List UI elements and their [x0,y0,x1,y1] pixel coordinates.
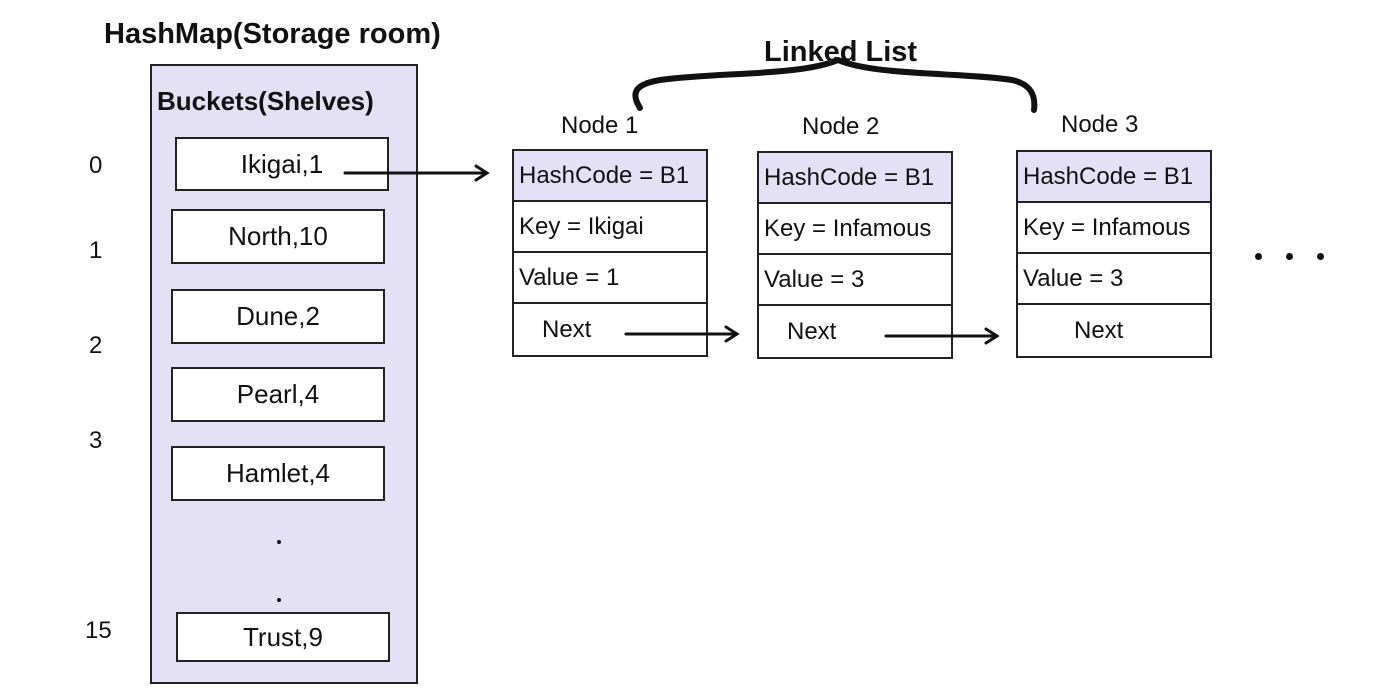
bucket-entry: Trust,9 [176,612,390,662]
node-label: Node 1 [561,112,639,139]
node-key: Key = Infamous [759,204,951,255]
node-next: Next [542,315,592,343]
ellipsis-dot [1317,253,1324,260]
hashmap-title: HashMap(Storage room) [104,18,441,50]
node-hashcode: HashCode = B1 [514,151,706,202]
bucket-index-2: 2 [89,332,103,359]
node-label: Node 3 [1061,111,1139,138]
bucket-index-3: 3 [89,427,103,454]
buckets-title: Buckets(Shelves) [157,86,374,116]
ellipsis-dot [277,540,281,544]
node-next: Next [787,317,837,345]
linked-list-title: Linked List [764,36,918,68]
node-hashcode: HashCode = B1 [1018,152,1210,203]
ellipsis-dot [1255,253,1262,260]
bucket-entry: Pearl,4 [171,367,385,422]
node-key: Key = Infamous [1018,203,1210,254]
ellipsis-dot [1286,253,1293,260]
bucket-index-1: 1 [89,237,103,264]
node-key: Key = Ikigai [514,202,706,253]
node-value: Value = 3 [1018,254,1210,305]
bucket-entry: Dune,2 [171,289,385,344]
node-next: Next [1074,316,1124,344]
node-label: Node 2 [802,113,880,140]
bucket-index-0: 0 [89,152,103,179]
bucket-entry: Hamlet,4 [171,446,385,501]
bucket-entry: North,10 [171,209,385,264]
ellipsis-dot [277,598,281,602]
linked-list-node: HashCode = B1 Key = Ikigai Value = 1 Nex… [512,149,708,357]
node-hashcode: HashCode = B1 [759,153,951,204]
linked-list-node: HashCode = B1 Key = Infamous Value = 3 N… [757,151,953,359]
bucket-entry: Ikigai,1 [175,137,389,191]
linked-list-node: HashCode = B1 Key = Infamous Value = 3 N… [1016,150,1212,358]
node-value: Value = 3 [759,255,951,306]
node-value: Value = 1 [514,253,706,304]
bucket-index-15: 15 [85,617,112,644]
